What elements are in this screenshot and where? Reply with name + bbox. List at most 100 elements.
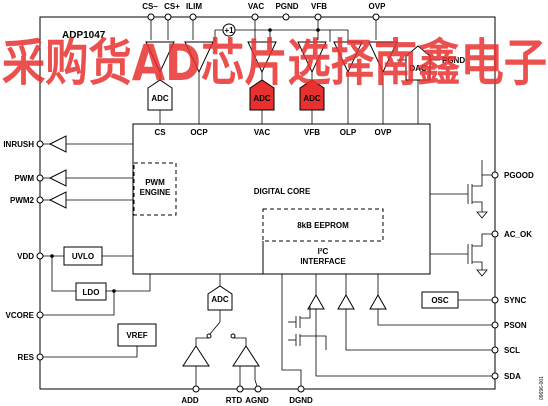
cs-adc xyxy=(147,79,173,111)
pwm-engine-label-1: PWM xyxy=(145,178,165,187)
pin-label-vac: VAC xyxy=(248,2,265,11)
pin-label-vfb: VFB xyxy=(311,2,327,11)
inrush-buffer xyxy=(48,135,67,153)
vfb-amplifier xyxy=(297,41,327,74)
top-amplifiers xyxy=(145,41,398,74)
pin-label-pwm: PWM xyxy=(14,174,34,183)
pin-label-scl: SCL xyxy=(504,346,520,355)
pgood-transistor xyxy=(430,160,492,219)
pin-cs-plus xyxy=(164,13,172,21)
ovp-comparator xyxy=(368,41,398,74)
dac-block xyxy=(405,45,431,81)
add-amplifier xyxy=(182,345,210,367)
rtd-amplifier xyxy=(232,345,260,367)
figure-code: 09696-001 xyxy=(539,376,545,400)
core-input-vac: VAC xyxy=(254,128,271,137)
eeprom-block xyxy=(262,208,384,242)
pin-label-res: RES xyxy=(18,353,35,362)
svg-text:+1: +1 xyxy=(224,26,234,35)
aux-adc-label: ADC xyxy=(211,295,229,304)
pin-agnd xyxy=(254,385,262,393)
pin-sync xyxy=(491,296,499,304)
mux-contact-b xyxy=(230,333,236,339)
part-number: ADP1047 xyxy=(62,30,106,41)
eeprom-label: 8kB EEPROM xyxy=(297,221,349,230)
pin-dgnd xyxy=(297,385,305,393)
core-input-labels: CS OCP VAC VFB OLP OVP xyxy=(154,128,392,137)
core-input-ovp: OVP xyxy=(375,128,393,137)
pin-pwm xyxy=(36,174,44,182)
pin-add xyxy=(192,385,200,393)
vfb-adc xyxy=(299,79,325,111)
core-input-olp: OLP xyxy=(340,128,357,137)
pin-rtd xyxy=(236,385,244,393)
top-pins: CS– CS+ ILIM VAC PGND VFB OVP xyxy=(142,2,387,21)
pin-cs-minus xyxy=(147,13,155,21)
vref-label: VREF xyxy=(126,331,147,340)
watermark-text: 采购货AD芯片选择南鑫电子 xyxy=(2,34,547,92)
pwm2-buffer xyxy=(48,191,67,209)
pin-label-rtd: RTD xyxy=(226,396,243,405)
pin-scl xyxy=(491,346,499,354)
pwm-engine-label-2: ENGINE xyxy=(140,188,171,197)
ldo-block xyxy=(75,282,107,301)
pin-pson xyxy=(491,321,499,329)
osc-label: OSC xyxy=(431,296,449,305)
pin-label-ilim: ILIM xyxy=(186,2,202,11)
pin-pgnd xyxy=(282,13,290,21)
pin-label-vdd: VDD xyxy=(17,252,34,261)
pin-pwm2 xyxy=(36,196,44,204)
pin-label-cs-plus: CS+ xyxy=(164,2,180,11)
olp-comparator xyxy=(333,41,363,74)
pin-ac-ok xyxy=(491,230,499,238)
pin-inrush xyxy=(36,140,44,148)
dac-pgnd-label: PGND xyxy=(442,56,465,65)
pin-vac xyxy=(251,13,259,21)
core-input-ocp: OCP xyxy=(190,128,208,137)
pin-label-pwm2: PWM2 xyxy=(10,196,35,205)
cs-adc-label: ADC xyxy=(151,94,169,103)
plus-one-buffer xyxy=(222,23,236,37)
pin-label-inrush: INRUSH xyxy=(3,140,34,149)
pin-vdd xyxy=(36,252,44,260)
core-input-vfb: VFB xyxy=(304,128,320,137)
mux-contact-a xyxy=(206,333,212,339)
vac-amplifier xyxy=(247,41,277,74)
right-pins: PGOOD AC_OK SYNC PSON SCL SDA xyxy=(491,171,534,381)
pin-label-add: ADD xyxy=(181,396,199,405)
pin-label-sync: SYNC xyxy=(504,296,526,305)
ac-ok-transistor xyxy=(430,233,492,277)
pin-ilim xyxy=(189,13,197,21)
pin-label-pson: PSON xyxy=(504,321,527,330)
pin-label-vcore: VCORE xyxy=(6,311,35,320)
pin-label-agnd: AGND xyxy=(245,396,269,405)
top-adcs: ADC ADC ADC xyxy=(147,72,384,124)
pin-res xyxy=(36,353,44,361)
dac-label: DAC xyxy=(409,64,427,73)
vac-adc-label: ADC xyxy=(253,94,271,103)
pin-label-pgood: PGOOD xyxy=(504,171,534,180)
pin-sda xyxy=(491,372,499,380)
i2c-interface-label: INTERFACE xyxy=(300,257,346,266)
i2c-buffers xyxy=(281,274,492,386)
pin-label-cs-minus: CS– xyxy=(142,2,158,11)
pin-label-sda: SDA xyxy=(504,372,521,381)
pin-label-pgnd: PGND xyxy=(275,2,298,11)
vfb-adc-label: ADC xyxy=(303,94,321,103)
ocp-comparator xyxy=(184,41,214,74)
pwm-engine-block xyxy=(133,162,177,216)
left-buffers xyxy=(43,135,134,209)
pin-label-ovp: OVP xyxy=(369,2,387,11)
uvlo-label: UVLO xyxy=(72,252,94,261)
core-input-cs: CS xyxy=(154,128,166,137)
i2c-label: I²C xyxy=(318,247,329,256)
pwm-buffer xyxy=(48,169,67,187)
pin-ovp xyxy=(372,13,380,21)
vac-adc xyxy=(249,79,275,111)
left-pins: INRUSH PWM PWM2 VDD VCORE RES xyxy=(3,140,44,362)
ldo-label: LDO xyxy=(83,288,100,297)
pin-vcore xyxy=(36,311,44,319)
pin-vfb xyxy=(314,13,322,21)
aux-adc xyxy=(207,285,233,311)
